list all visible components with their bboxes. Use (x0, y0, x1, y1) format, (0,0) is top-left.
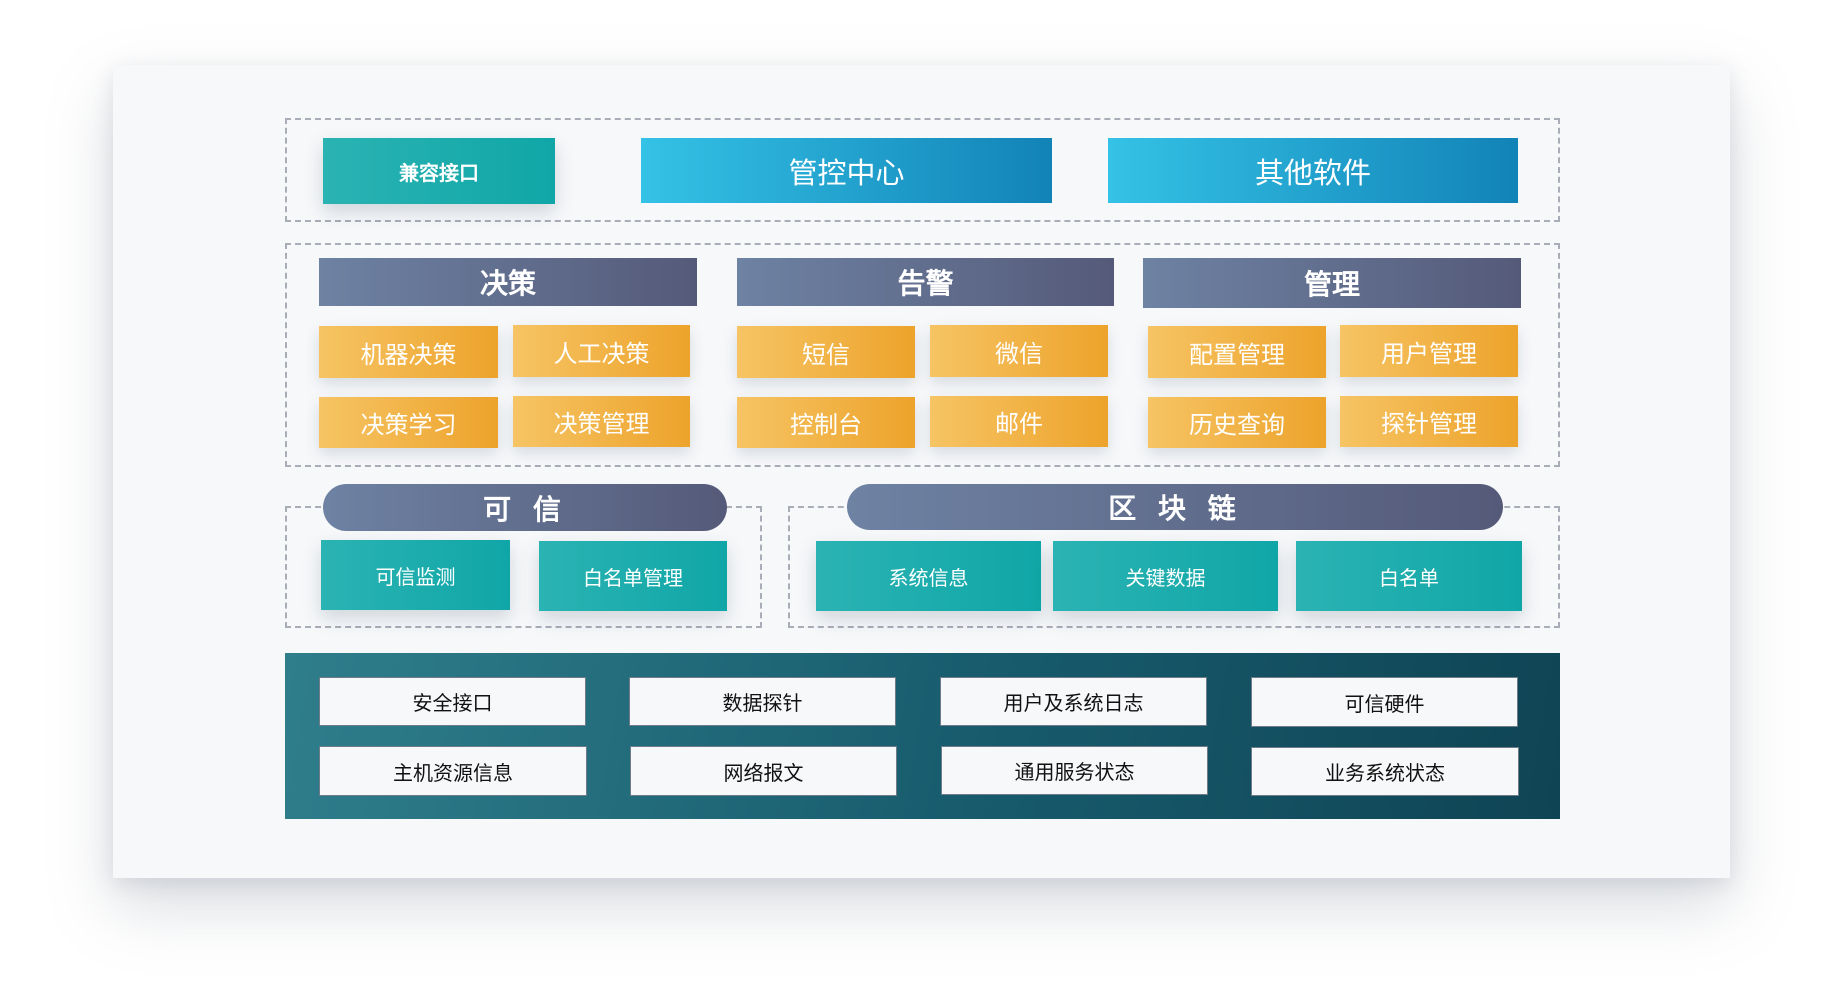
user-system-log-box: 用户及系统日志 (940, 677, 1207, 726)
control-center-box: 管控中心 (641, 138, 1052, 203)
trusted-hardware-box: 可信硬件 (1251, 677, 1518, 727)
whitelist-box: 白名单 (1296, 541, 1522, 611)
whitelist-management-box: 白名单管理 (539, 541, 727, 611)
sms-box: 短信 (737, 326, 915, 378)
user-management-box: 用户管理 (1340, 325, 1518, 377)
probe-management-box: 探针管理 (1340, 396, 1518, 447)
trusted-header: 可 信 (323, 484, 727, 531)
top-row-frame (285, 118, 1560, 222)
manual-decision-box: 人工决策 (513, 325, 690, 377)
trusted-monitoring-box: 可信监测 (321, 540, 510, 610)
decision-learning-box: 决策学习 (319, 397, 498, 448)
alert-header: 告警 (737, 258, 1114, 306)
data-probe-box: 数据探针 (629, 677, 896, 726)
system-info-box: 系统信息 (816, 541, 1041, 611)
console-box: 控制台 (737, 397, 915, 448)
host-resource-info-box: 主机资源信息 (319, 746, 587, 796)
decision-header: 决策 (319, 258, 697, 306)
management-header: 管理 (1143, 258, 1521, 308)
common-service-status-box: 通用服务状态 (941, 746, 1208, 795)
business-system-status-box: 业务系统状态 (1251, 747, 1519, 796)
blockchain-header: 区 块 链 (847, 484, 1503, 530)
config-management-box: 配置管理 (1148, 326, 1326, 378)
security-interface-box: 安全接口 (319, 677, 586, 726)
machine-decision-box: 机器决策 (319, 326, 498, 378)
function-groups-frame (285, 243, 1560, 467)
network-packet-box: 网络报文 (630, 746, 897, 796)
decision-management-box: 决策管理 (513, 396, 690, 447)
key-data-box: 关键数据 (1053, 541, 1278, 611)
compat-interface-box: 兼容接口 (323, 138, 555, 204)
wechat-box: 微信 (930, 325, 1108, 377)
history-query-box: 历史查询 (1148, 397, 1326, 448)
email-box: 邮件 (930, 396, 1108, 447)
other-software-box: 其他软件 (1108, 138, 1518, 203)
